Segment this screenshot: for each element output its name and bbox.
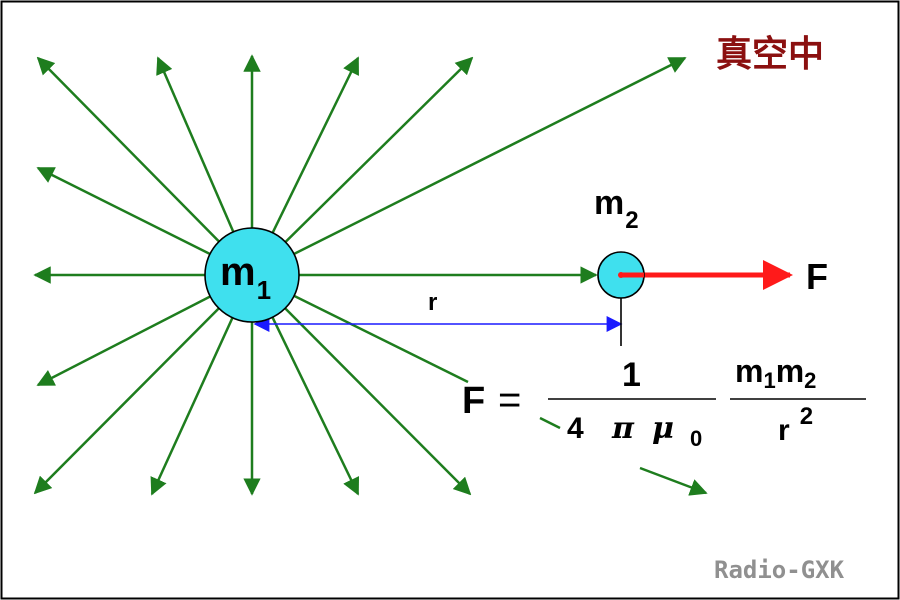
field-line (36, 56, 253, 276)
mass-1-label: m1 (220, 250, 271, 305)
field-line (33, 274, 253, 495)
mass-1-sphere (204, 227, 300, 323)
field-line (251, 274, 472, 496)
force-label: F (806, 256, 828, 297)
field-line (251, 56, 687, 277)
field-line (251, 56, 474, 276)
watermark: Radio-GXK (714, 556, 845, 584)
field-line-segment (539, 416, 561, 430)
page-title: 真空中 (716, 33, 824, 74)
field-line-segment (639, 466, 708, 496)
formula-mass-product: m1m2 (735, 353, 816, 393)
formula-numerator: 1 (622, 356, 641, 394)
mass-2-label: m2 (594, 184, 639, 234)
distance-label: r (428, 289, 437, 316)
formula-equals: = (498, 378, 521, 422)
formula-lhs: F (462, 380, 485, 422)
